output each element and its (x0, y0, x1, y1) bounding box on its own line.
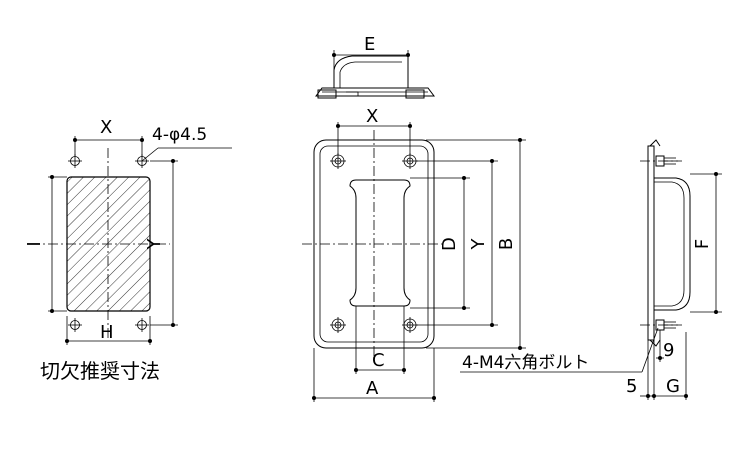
top-e-label: E (364, 34, 375, 55)
front-view: X D Y B C A (302, 106, 526, 402)
side-bolt-label: 4-M4六角ボルト (462, 353, 589, 373)
side-9-label: 9 (663, 340, 674, 361)
cutout-view: X 4-φ4.5 H I Y 切欠推奨寸法 (24, 117, 232, 383)
front-a-label: A (366, 378, 379, 399)
front-c-label: C (372, 350, 385, 371)
front-handle-recess (349, 179, 411, 307)
front-x-label: X (366, 106, 378, 127)
cutout-holes-label: 4-φ4.5 (152, 125, 207, 145)
side-g-label: G (666, 376, 680, 397)
cutout-caption: 切欠推奨寸法 (40, 359, 160, 383)
cutout-y-label: Y (144, 238, 165, 251)
cutout-h-label: H (100, 322, 114, 343)
top-view: E (315, 34, 435, 99)
side-5-label: 5 (626, 376, 637, 397)
front-d-label: D (439, 237, 460, 251)
cutout-x-label: X (100, 117, 112, 138)
side-view: F 9 5 G 4-M4六角ボルト (460, 139, 722, 400)
side-f-label: F (692, 239, 713, 249)
front-b-label: B (496, 238, 517, 250)
mount-hole-marks (68, 154, 149, 332)
cutout-i-label: I (24, 241, 45, 246)
front-y-label: Y (468, 238, 489, 251)
